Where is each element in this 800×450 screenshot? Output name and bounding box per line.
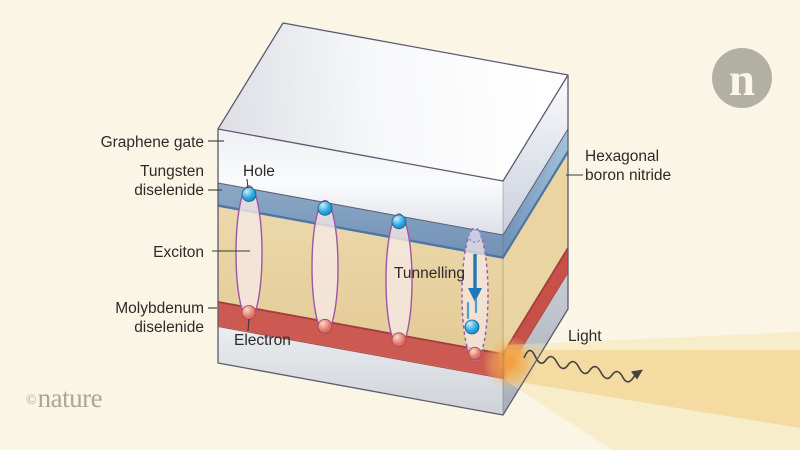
leader-lines	[208, 140, 583, 332]
exciton-2-hole	[317, 200, 333, 216]
graphene-gate-top-face	[218, 23, 568, 181]
graphene-gate-front-face	[218, 129, 503, 235]
exciton-3-oval	[385, 213, 413, 348]
nature-logo-letter: n	[729, 54, 755, 106]
exciton-2	[311, 199, 339, 335]
motion-streaks	[466, 298, 478, 320]
hbn-front-face	[218, 207, 503, 353]
tunnelling-carrier-ball	[464, 319, 480, 335]
photon-arrow-head	[631, 369, 643, 380]
box-edges	[217, 22, 569, 416]
graphene-gate-right-face	[503, 75, 568, 235]
leader-hole	[246, 178, 249, 189]
exciton-3-hole	[391, 214, 407, 230]
exciton-1-electron	[241, 305, 257, 320]
excitons	[235, 185, 413, 348]
exciton-2-electron	[317, 318, 333, 334]
brand-name: nature	[37, 383, 103, 413]
tunnelling-hole-ghost	[468, 229, 482, 243]
copyright-symbol: ©	[26, 393, 38, 408]
exciton-3	[385, 213, 413, 348]
molybdenum-diselenide-front-face	[218, 301, 503, 378]
exciton-3-electron	[391, 332, 407, 348]
light-emission	[483, 332, 800, 450]
nature-logo-circle	[712, 48, 772, 108]
tungsten-diselenide-front-face	[218, 183, 503, 259]
tunnelling-electron	[468, 346, 482, 361]
device-stack	[217, 23, 569, 415]
base-front-face	[218, 326, 503, 415]
nature-wordmark: ©nature	[26, 383, 103, 414]
leader-electron	[247, 318, 250, 332]
exciton-1-oval	[235, 185, 263, 321]
hbn-right-face	[503, 153, 568, 353]
tungsten-diselenide-right-face	[503, 129, 568, 259]
nature-logo: n	[712, 48, 772, 108]
tunnelling-event	[461, 227, 489, 362]
tunnelling-arrow-head	[468, 288, 482, 302]
emission-glow	[483, 336, 537, 390]
exciton-1	[235, 185, 263, 321]
exciton-1-hole	[241, 187, 257, 202]
exciton-2-oval	[311, 199, 339, 335]
photon-wave	[523, 349, 637, 383]
